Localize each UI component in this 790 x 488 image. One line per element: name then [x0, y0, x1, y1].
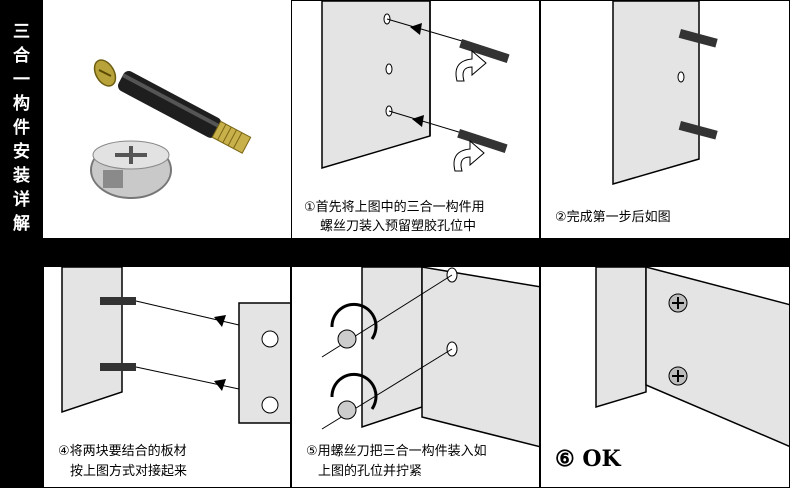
title-char: 一	[13, 70, 30, 90]
title-char: 构	[13, 94, 30, 114]
sidebar-title: 三 合 一 构 件 安 装 详 解	[0, 0, 43, 240]
step-1-panel: ①首先将上图中的三合一构件用 螺丝刀装入预留塑胶孔位中	[291, 0, 540, 240]
step-2-caption: ②完成第一步后如图	[555, 210, 671, 225]
step-5-caption-line-2: 上图的孔位并拧紧	[318, 464, 423, 479]
section-divider	[0, 238, 790, 266]
step-6-caption: ⑥ OK	[555, 446, 621, 472]
step-6-panel: ⑥ OK	[540, 266, 790, 488]
step-1-caption-line-1: ①首先将上图中的三合一构件用	[304, 200, 485, 215]
step-4-illustration	[61, 267, 290, 424]
step-2-panel: ②完成第一步后如图	[540, 0, 790, 240]
step-4-caption-line-2: 按上图方式对接起来	[70, 464, 188, 479]
step-5-panel: ⑤用螺丝刀把三合一构件装入如 上图的孔位并拧紧	[291, 266, 540, 488]
title-char: 详	[13, 190, 30, 210]
title-char: 件	[13, 118, 30, 138]
title-char: 解	[13, 214, 30, 234]
product-photo-panel	[43, 0, 291, 240]
title-char: 装	[13, 166, 30, 186]
step-4-panel: ④将两块要结合的板材 按上图方式对接起来	[43, 266, 291, 488]
title-char: 三	[13, 22, 30, 42]
step-5-caption-line-1: ⑤用螺丝刀把三合一构件装入如	[306, 444, 487, 459]
step-6-illustration	[595, 267, 789, 447]
step-1-illustration	[321, 1, 510, 172]
step-4-caption-line-1: ④将两块要结合的板材	[58, 444, 187, 459]
title-char: 安	[13, 142, 30, 162]
connector-photo	[90, 59, 252, 199]
step-1-caption-line-2: 螺丝刀装入预留塑胶孔位中	[320, 219, 477, 234]
step-5-illustration	[321, 267, 539, 448]
title-char: 合	[13, 46, 30, 66]
step-2-illustration	[612, 1, 718, 185]
